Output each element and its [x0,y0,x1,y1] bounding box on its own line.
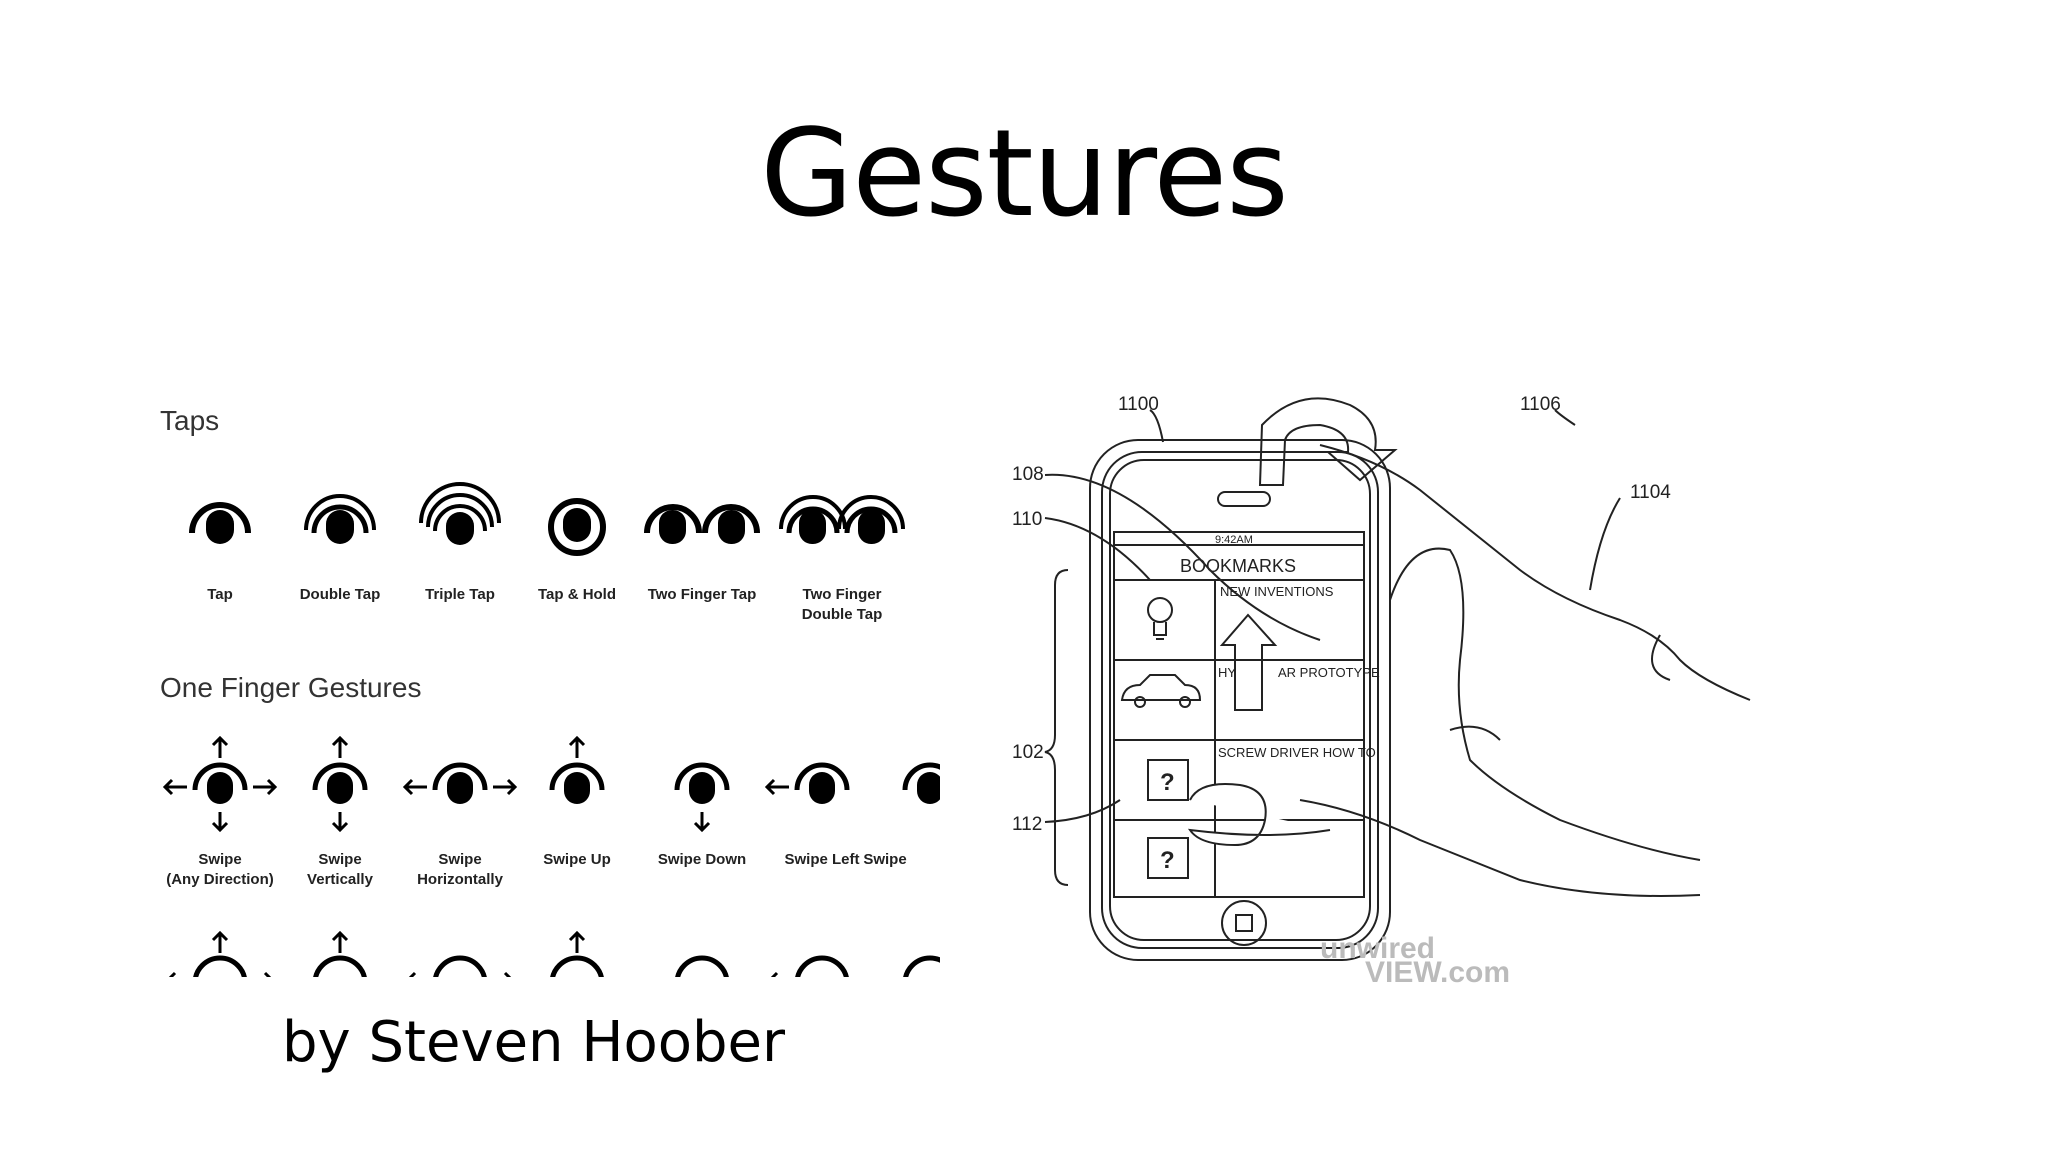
byline: by Steven Hoober [282,1010,785,1075]
tap-hold-icon [548,498,606,556]
two-finger-tap-icon [644,504,760,544]
gesture-label: Double Tap [299,586,381,603]
gesture-swipe-right: Swipe [845,730,940,890]
gesture-swipe-any: Swipe (Any Direction) [145,730,295,890]
gesture-label-line2: Vertically [307,871,373,888]
tap-icon [189,502,251,544]
gesture-label: Swipe [438,851,482,868]
swipe-vertical-icon [312,735,368,833]
status-time: 9:42AM [1215,534,1253,546]
taps-heading: Taps [160,405,220,436]
one-finger-heading: One Finger Gestures [160,672,422,703]
watermark-line2: VIEW.com [1365,956,1510,989]
gesture-triple-tap: Triple Tap [385,475,535,635]
gesture-swipe-down: Swipe Down [627,730,777,890]
gesture-two-finger-tap: Two Finger Tap [627,475,777,635]
rotate-arrow-icon [1258,397,1398,486]
gesture-label-line2: (Any Direction) [166,871,274,888]
watermark-line1: unwired [1320,932,1435,965]
two-finger-double-tap-icon [779,495,905,544]
patent-phone-drawing: 1100 1106 108 110 1104 102 112 9:42AM BO… [1012,394,1751,989]
gesture-label-line2: Double Tap [801,606,883,623]
gesture-swipe-up: Swipe Up [502,730,652,890]
gesture-label: Tap & Hold [537,586,617,603]
screen-title: BOOKMARKS [1180,556,1296,576]
bookmark-row-2-left: HY [1218,665,1236,680]
gesture-label: Two Finger [802,586,882,603]
gesture-swipe-left: Swipe Left [747,730,897,890]
ref-label-1106: 1106 [1520,394,1561,415]
gesture-label: Triple Tap [425,586,495,603]
question-mark-1: ? [1160,769,1175,796]
gesture-label: Swipe [198,851,242,868]
swipe-down-icon [674,762,730,833]
gesture-reference-sheet: Taps Tap Double Tap Triple Tap Tap & Ho [140,395,940,977]
bookmark-row-3: SCREW DRIVER HOW TO [1218,745,1376,760]
gesture-label: Two Finger Tap [647,586,757,603]
ref-label-112: 112 [1012,814,1042,835]
ref-label-102: 102 [1012,742,1044,763]
ref-label-108: 108 [1012,464,1044,485]
swipe-horizontal-icon [402,762,518,804]
bookmark-row-1: NEW INVENTIONS [1220,584,1334,599]
swipe-left-icon [764,762,850,804]
ref-label-1100: 1100 [1118,394,1159,415]
triple-tap-icon [419,482,501,545]
gesture-label: Swipe Down [657,851,747,868]
double-tap-icon [304,494,376,544]
bookmark-row-2-right: AR PROTOTYPE [1278,665,1380,680]
swipe-any-icon [162,735,278,833]
gesture-label: Swipe [318,851,362,868]
gesture-tap-hold: Tap & Hold [502,475,652,635]
question-mark-2: ? [1160,847,1175,874]
gesture-row-cutoff [168,930,940,977]
ref-label-1104: 1104 [1630,482,1671,503]
gesture-label: Swipe Left [784,851,860,868]
gesture-label-line2: Horizontally [417,871,503,888]
slide-title: Gestures [760,105,1289,244]
gesture-label: Swipe [863,851,907,868]
ref-label-110: 110 [1012,509,1042,530]
gesture-label: Swipe Up [543,851,611,868]
gesture-double-tap: Double Tap [265,475,415,635]
swipe-right-icon [902,762,940,804]
gesture-tap: Tap [145,475,295,635]
swipe-up-icon [549,735,605,804]
gesture-label: Tap [207,586,233,603]
